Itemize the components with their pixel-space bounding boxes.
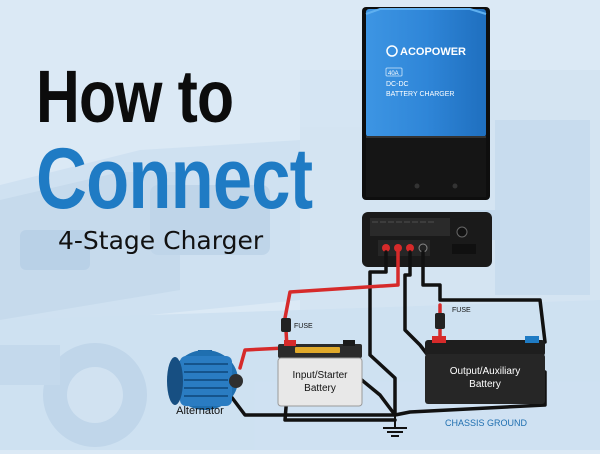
aux-battery-label-line1: Output/Auxiliary: [450, 366, 521, 377]
terminal-2-icon: [394, 244, 402, 252]
auxiliary-battery: Output/Auxiliary Battery: [425, 336, 545, 404]
fuse-right-label: FUSE: [452, 307, 471, 314]
alternator: Alternator: [167, 350, 243, 417]
terminal-1-icon: [382, 244, 390, 252]
brand-logo-icon: [386, 45, 398, 57]
chassis-ground: CHASSIS GROUND: [383, 415, 528, 437]
terminal-3-icon: [406, 244, 414, 252]
starter-battery-label-line1: Input/Starter: [292, 370, 348, 381]
headline-line1: How to: [36, 55, 234, 138]
charger-rating: 40A: [388, 71, 399, 77]
ground-label: CHASSIS GROUND: [445, 418, 528, 428]
dip-switch-icon: [456, 226, 468, 238]
charger-brand: ACOPOWER: [400, 46, 466, 58]
charger-terminal-block: [362, 212, 492, 267]
fuse-left: FUSE: [281, 318, 313, 332]
fuse-right: FUSE: [435, 307, 471, 329]
aux-battery-label-line2: Battery: [469, 379, 501, 390]
starter-battery-label-line2: Battery: [304, 383, 336, 394]
dc-dc-charger: ACOPOWER 40A DC-DC BATTERY CHARGER: [362, 7, 490, 200]
charger-model-line2: BATTERY CHARGER: [386, 91, 454, 98]
charger-model-line1: DC-DC: [386, 81, 409, 88]
headline-line2: Connect: [36, 131, 313, 227]
fuse-left-label: FUSE: [294, 323, 313, 330]
alternator-label: Alternator: [176, 405, 224, 417]
starter-battery: Input/Starter Battery: [277, 340, 363, 407]
headline-subtitle: 4-Stage Charger: [58, 226, 264, 255]
negative-wires: [228, 250, 547, 422]
